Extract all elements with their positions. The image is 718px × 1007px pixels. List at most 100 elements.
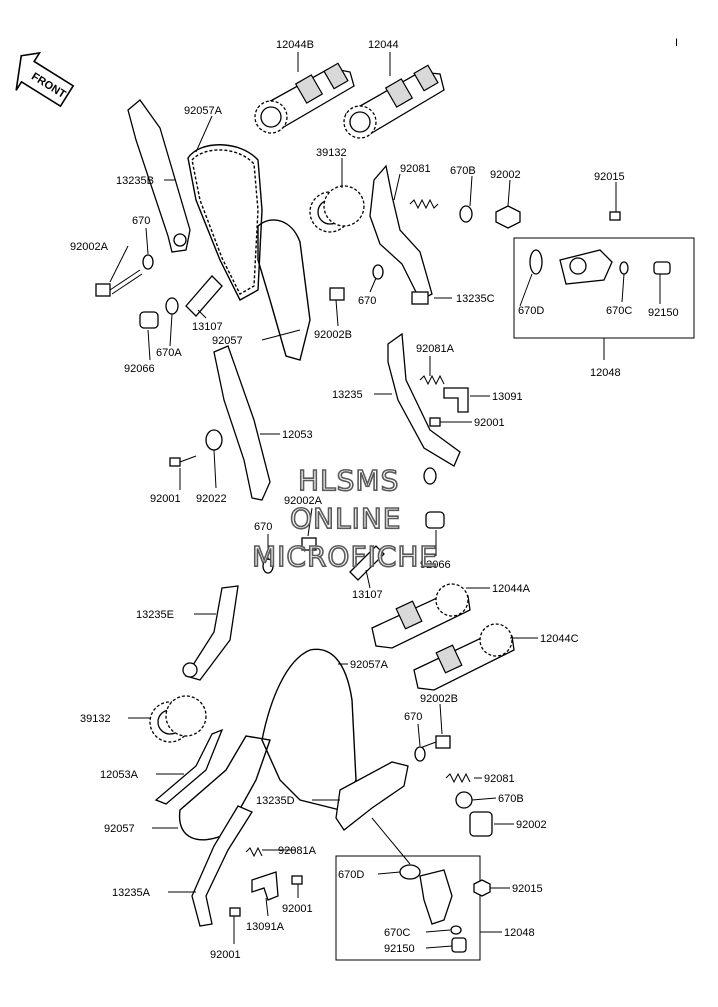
bolt-92015-top: [609, 211, 621, 221]
sprocket-39132-top: [309, 185, 365, 233]
plug-92066-left: [139, 311, 159, 329]
label-92066-mid: 92066: [420, 559, 451, 571]
chain-guide-13235e: [182, 585, 239, 681]
oring-670b-bottom: [455, 791, 473, 809]
chain-92057-bottom: [178, 735, 271, 841]
label-92002b-bottom: 92002B: [420, 693, 458, 705]
chain-guide-12053a: [154, 728, 224, 805]
label-92066-left: 92066: [124, 363, 155, 375]
tensioner-12048-bottom: [419, 869, 453, 925]
label-13091: 13091: [492, 391, 523, 403]
label-92002a-left: 92002A: [70, 241, 109, 253]
label-670b-bottom: 670B: [498, 793, 524, 805]
tensioner-box-12048-top: [513, 237, 695, 339]
label-670c-top: 670C: [606, 305, 632, 317]
watermark-line-2: ONLINE: [289, 501, 402, 536]
part-labels: 12044B 12044 92057A 13235B 39132 92081 6…: [70, 39, 679, 961]
bracket-13091: [443, 387, 469, 413]
label-670c-bottom: 670C: [384, 927, 410, 939]
leader-lines: [109, 52, 661, 949]
label-670-mid: 670: [358, 295, 376, 307]
chain-92057a-top: [187, 144, 263, 301]
tensioner-arm-13235c: [369, 164, 433, 305]
tensioner-arm-13235d: [335, 761, 409, 831]
bolt-92001-bottom2: [229, 907, 241, 917]
plug-92002-bottom: [469, 811, 493, 837]
oring-670b-top: [459, 205, 473, 223]
label-12044c: 12044C: [540, 633, 579, 645]
label-39132-top: 39132: [316, 147, 347, 159]
label-92081a-top: 92081A: [416, 343, 455, 355]
chain-guide-13235b: [127, 99, 191, 253]
spring-92081-top: [409, 198, 439, 210]
oring-670c-top: [619, 261, 629, 275]
oring-670d-bottom: [399, 864, 421, 880]
label-670-left: 670: [132, 215, 150, 227]
bolt-92002b-bottom: [419, 735, 451, 749]
label-12044a: 12044A: [492, 583, 531, 595]
label-92002-top: 92002: [490, 169, 521, 181]
label-12044: 12044: [368, 39, 399, 51]
label-670a: 670A: [156, 347, 182, 359]
bolt-92002a-mid: [301, 537, 317, 551]
label-92057a-bottom: 92057A: [350, 659, 389, 671]
sprocket-39132-bottom: [149, 695, 207, 743]
tensioner-13235: [387, 332, 461, 467]
bolt-92001-right: [429, 417, 460, 427]
label-92150-top: 92150: [648, 307, 679, 319]
bolt-92001-left: [169, 455, 197, 467]
oring-670-mid: [372, 264, 384, 280]
label-39132-bottom: 39132: [80, 713, 111, 725]
label-13235c: 13235C: [456, 293, 495, 305]
label-670b-top: 670B: [450, 165, 476, 177]
watermark-line-3: MICROFICHE: [251, 539, 439, 574]
label-92081a-bottom: 92081A: [278, 845, 317, 857]
pin-13107-mid: [349, 545, 385, 581]
page-marker: I: [675, 37, 678, 49]
label-13091a: 13091A: [246, 921, 285, 933]
label-13235e: 13235E: [136, 609, 174, 621]
label-13107-top: 13107: [192, 321, 223, 333]
washer-92022: [205, 429, 223, 451]
label-13235: 13235: [332, 389, 363, 401]
label-92001-bottom1: 92001: [282, 903, 313, 915]
bolt-92002b-top: [329, 287, 345, 301]
watermark-line-1: HLSMS: [297, 463, 400, 498]
label-92057-top: 92057: [212, 335, 243, 347]
oring-670a: [165, 297, 179, 315]
label-92002-bottom: 92002: [516, 819, 547, 831]
bracket-13091a: [251, 871, 279, 901]
spring-92081-bottom: [445, 772, 471, 784]
label-12053: 12053: [282, 429, 313, 441]
label-670-bottom: 670: [404, 711, 422, 723]
label-92001-right: 92001: [474, 417, 505, 429]
chain-92057-top: [257, 219, 311, 361]
camshaft-12044: [343, 64, 445, 139]
pin-13107-top: [185, 275, 223, 317]
bolt-92002a-top: [95, 269, 143, 297]
label-92150-bottom: 92150: [384, 943, 415, 955]
label-12048-bottom: 12048: [504, 927, 535, 939]
tensioner-box-12048-bottom: [335, 855, 481, 961]
chain-guide-13235a: [191, 805, 253, 927]
bolt-92001-bottom1: [291, 875, 303, 885]
label-670d-top: 670D: [518, 305, 544, 317]
camshaft-12044b: [254, 62, 355, 134]
label-92022: 92022: [196, 493, 227, 505]
label-92015-bottom: 92015: [512, 883, 543, 895]
label-670d-bottom: 670D: [338, 869, 364, 881]
label-92081-bottom: 92081: [484, 773, 515, 785]
bolt-92150-bottom: [451, 937, 467, 953]
label-13235d: 13235D: [256, 795, 295, 807]
label-92057-bottom: 92057: [104, 823, 135, 835]
oring-670-bottom: [414, 746, 426, 762]
plug-92002-top: [495, 205, 521, 229]
oring-670d-top: [529, 249, 543, 275]
label-670-mid2: 670: [254, 521, 272, 533]
camshaft-12044a: [371, 583, 471, 649]
label-92001-bottom2: 92001: [210, 949, 241, 961]
bolt-92015-bottom: [473, 879, 491, 897]
label-92057a-top: 92057A: [184, 105, 223, 117]
label-12053a: 12053A: [100, 769, 139, 781]
